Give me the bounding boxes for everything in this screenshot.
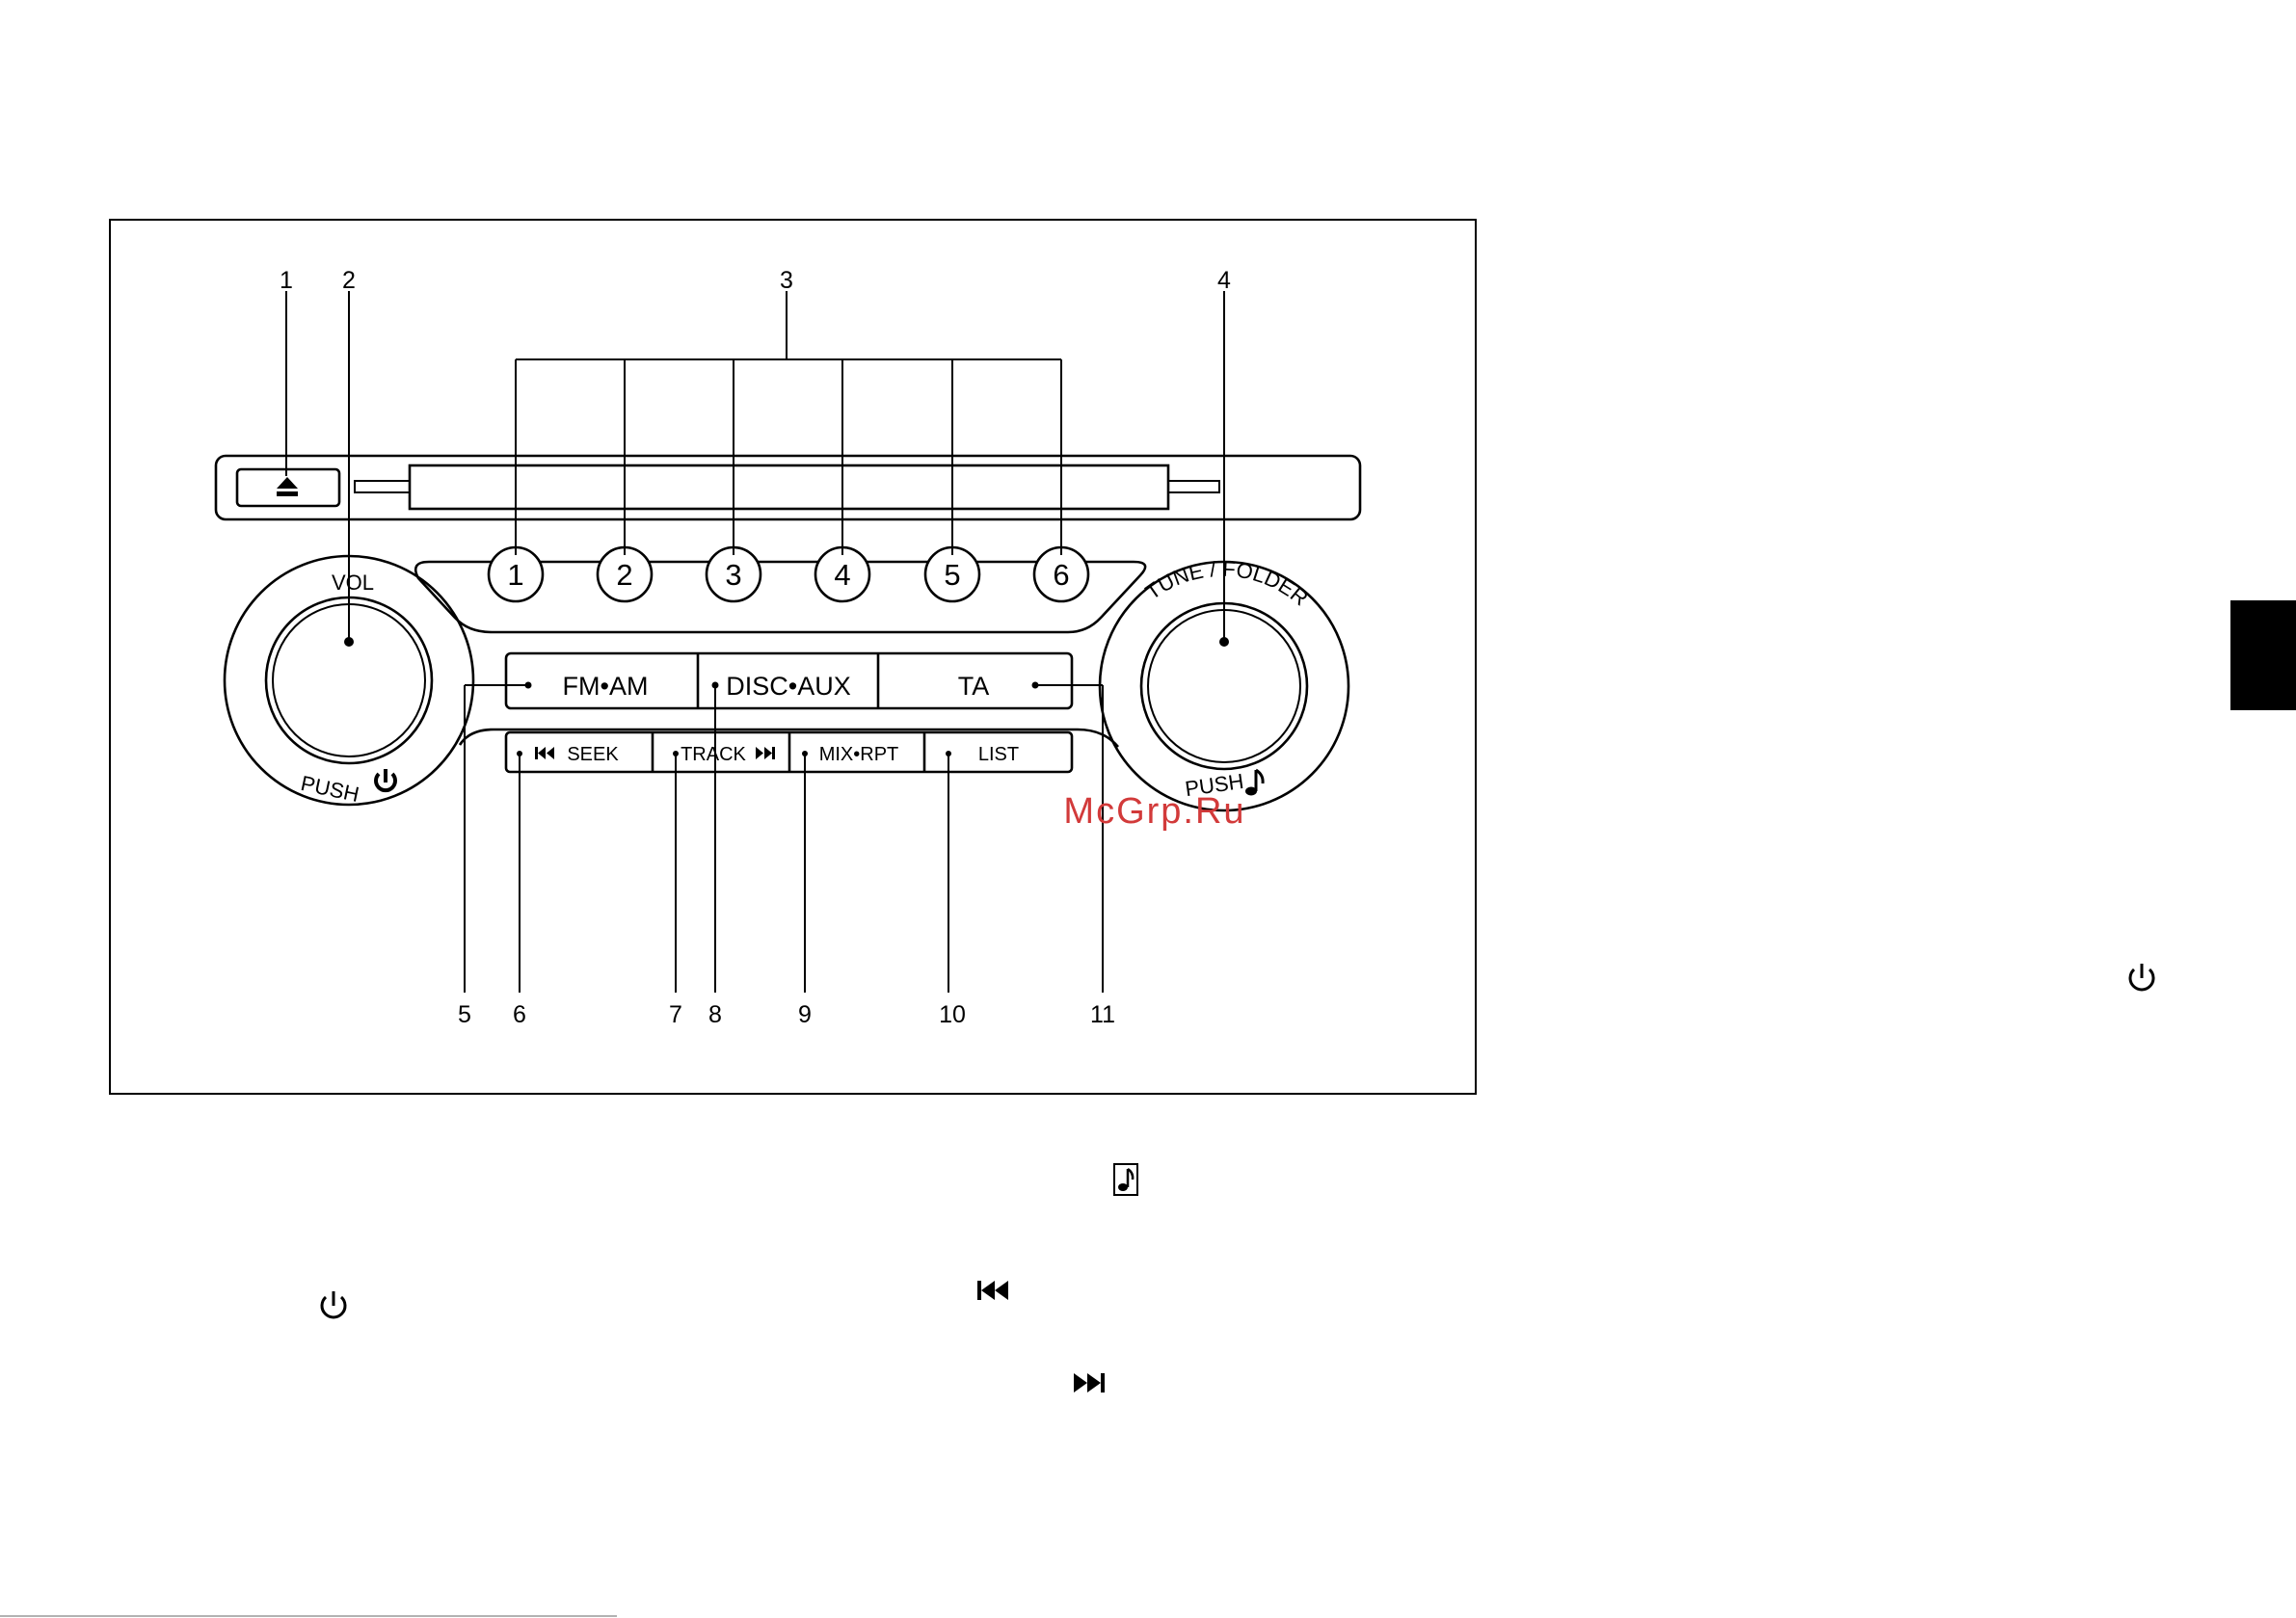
list-button[interactable]: LIST xyxy=(946,744,1019,765)
disc-aux-button[interactable]: DISC•AUX xyxy=(712,672,851,701)
track-button[interactable]: TRACK xyxy=(673,744,775,765)
ta-button[interactable]: TA xyxy=(958,672,1039,701)
callout-1: 1 xyxy=(280,267,293,294)
preset-button-3[interactable]: 3 xyxy=(707,547,761,601)
callout-6: 6 xyxy=(513,1001,526,1028)
disc-aux-label: DISC•AUX xyxy=(726,672,850,701)
skip-back-icon xyxy=(977,1281,1008,1300)
callout-9: 9 xyxy=(798,1001,812,1028)
power-icon xyxy=(322,1291,345,1317)
eject-icon xyxy=(277,477,298,496)
figure-frame xyxy=(110,220,1476,1094)
vol-push-label: PUSH xyxy=(299,771,361,807)
music-note-icon xyxy=(1245,770,1263,796)
leader-lines xyxy=(286,291,1224,993)
callout-2: 2 xyxy=(342,267,356,294)
slot-rail-left xyxy=(355,481,410,492)
preset-button-6[interactable]: 6 xyxy=(1034,547,1088,601)
skip-forward-icon xyxy=(1074,1373,1105,1393)
ta-label: TA xyxy=(958,672,990,701)
preset-label: 1 xyxy=(507,558,523,592)
power-icon xyxy=(2130,964,2153,990)
preset-button-2[interactable]: 2 xyxy=(598,547,652,601)
music-note-icon xyxy=(1114,1164,1137,1195)
mix-rpt-label: MIX•RPT xyxy=(819,744,899,765)
watermark: McGrp.Ru xyxy=(1063,791,1245,832)
preset-button-5[interactable]: 5 xyxy=(925,547,979,601)
callout-10: 10 xyxy=(939,1001,966,1028)
callout-11: 11 xyxy=(1090,1001,1115,1028)
preset-label: 2 xyxy=(616,558,632,592)
preset-label: 6 xyxy=(1053,558,1069,592)
preset-label: 3 xyxy=(725,558,741,592)
side-tab xyxy=(2230,600,2296,710)
skip-back-icon xyxy=(535,747,554,759)
preset-buttons: 1 2 3 4 5 6 xyxy=(489,547,1088,601)
track-label: TRACK xyxy=(681,744,746,765)
cd-slot xyxy=(410,465,1168,509)
skip-forward-icon xyxy=(756,747,775,759)
callout-5: 5 xyxy=(458,1001,471,1028)
seek-button[interactable]: SEEK xyxy=(517,744,619,765)
callout-7: 7 xyxy=(669,1001,682,1028)
preset-label: 4 xyxy=(834,558,850,592)
vol-label: VOL xyxy=(332,570,374,595)
callout-8: 8 xyxy=(708,1001,722,1028)
preset-button-4[interactable]: 4 xyxy=(815,547,869,601)
callout-4: 4 xyxy=(1217,267,1231,294)
mix-rpt-button[interactable]: MIX•RPT xyxy=(802,744,898,765)
power-icon xyxy=(376,769,395,790)
fm-am-button[interactable]: FM•AM xyxy=(525,672,649,701)
fm-am-label: FM•AM xyxy=(563,672,649,701)
list-label: LIST xyxy=(978,744,1019,765)
callout-3: 3 xyxy=(780,267,793,294)
preset-label: 5 xyxy=(944,558,960,592)
slot-rail-right xyxy=(1168,481,1219,492)
seek-label: SEEK xyxy=(567,744,619,765)
preset-button-1[interactable]: 1 xyxy=(489,547,543,601)
